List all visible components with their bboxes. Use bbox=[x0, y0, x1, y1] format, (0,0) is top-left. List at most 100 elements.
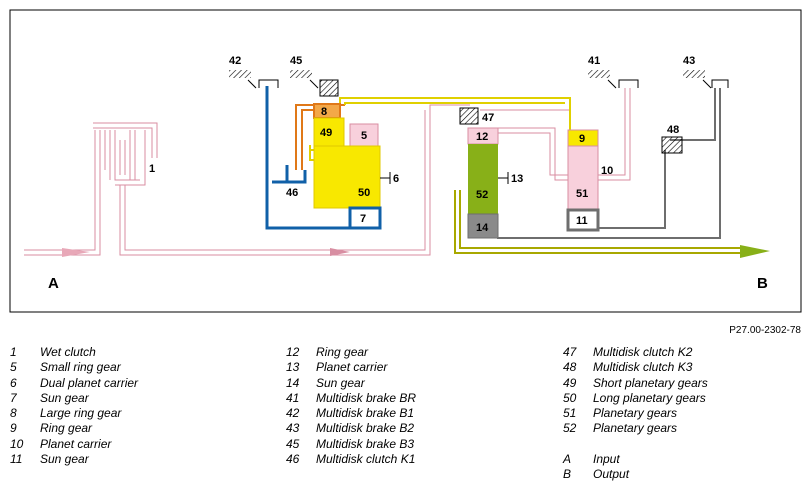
legend-number: 46 bbox=[286, 452, 300, 467]
label-52: 52 bbox=[476, 189, 488, 201]
legend-item: 11 Sun gear bbox=[10, 452, 138, 467]
legend-text: Multidisk clutch K1 bbox=[316, 452, 416, 467]
clutch-k2 bbox=[459, 107, 479, 125]
legend-text: Multidisk brake BR bbox=[316, 390, 417, 405]
label-11: 11 bbox=[576, 215, 588, 227]
legend-number: 8 bbox=[10, 406, 17, 421]
legend-text: Long planetary gears bbox=[593, 390, 706, 405]
legend-item: 46 Multidisk clutch K1 bbox=[286, 452, 416, 467]
callout-48: 48 bbox=[667, 124, 679, 136]
legend-number: B bbox=[563, 467, 572, 482]
callout-10: 10 bbox=[601, 165, 613, 177]
legend-number: 12 bbox=[286, 345, 300, 359]
legend-number: 11 bbox=[10, 452, 23, 467]
legend-number: 10 bbox=[10, 436, 24, 451]
legend-text: Large ring gear bbox=[40, 406, 122, 421]
legend-text: Sun gear bbox=[316, 375, 365, 390]
callout-45: 45 bbox=[290, 55, 302, 67]
reference-code: P27.00-2302-78 bbox=[729, 325, 801, 336]
legend-text: Multidisk brake B3 bbox=[316, 436, 415, 451]
legend-text: Wet clutch bbox=[40, 345, 96, 359]
box-11 bbox=[566, 208, 600, 232]
legend-item: 14 Sun gear bbox=[286, 376, 416, 391]
legend-text: Ring gear bbox=[316, 345, 369, 359]
legend-item: 8 Large ring gear bbox=[10, 406, 138, 421]
flow-arrow bbox=[330, 248, 350, 256]
legend-text: Multidisk clutch K2 bbox=[593, 345, 693, 359]
legend-number: 51 bbox=[563, 406, 577, 421]
legend-text: Sun gear bbox=[40, 390, 89, 405]
legend-item: 1 Wet clutch bbox=[10, 345, 138, 360]
legend-text: Dual planet carrier bbox=[40, 375, 139, 390]
callout-1: 1 bbox=[149, 163, 155, 175]
legend-number: 43 bbox=[286, 421, 300, 436]
legend-text: Short planetary gears bbox=[593, 375, 708, 390]
legend-number: 1 bbox=[10, 345, 17, 359]
legend-item: 43 Multidisk brake B2 bbox=[286, 421, 416, 436]
legend-text: Multidisk brake B2 bbox=[316, 421, 415, 436]
brake-br bbox=[588, 70, 639, 89]
brake-b1 bbox=[229, 70, 279, 89]
legend-number: 52 bbox=[563, 421, 577, 436]
legend-text: Planetary gears bbox=[593, 406, 678, 421]
callout-43: 43 bbox=[683, 55, 695, 67]
legend-number: 50 bbox=[563, 390, 577, 405]
legend-item: 51 Planetary gears bbox=[563, 406, 708, 421]
legend-number: 13 bbox=[286, 360, 300, 375]
legend-item: 12 Ring gear bbox=[286, 345, 416, 360]
input-label: A bbox=[48, 275, 59, 292]
diagram-frame bbox=[9, 9, 802, 313]
legend-number: 14 bbox=[286, 375, 300, 390]
clutch-k3 bbox=[661, 136, 683, 154]
label-51: 51 bbox=[576, 188, 588, 200]
clutch-k3-lines bbox=[497, 88, 721, 239]
label-49: 49 bbox=[320, 127, 332, 139]
box-7 bbox=[348, 206, 382, 230]
output-label: B bbox=[757, 275, 768, 292]
transmission-diagram: 8 49 5 50 7 12 52 14 9 51 11 1 42 45 46 … bbox=[9, 9, 802, 313]
box-52 bbox=[468, 144, 498, 214]
output-arrow bbox=[740, 245, 770, 258]
brake-b2 bbox=[683, 70, 729, 89]
legend-number: 6 bbox=[10, 375, 17, 390]
legend-item: 52 Planetary gears bbox=[563, 421, 708, 436]
legend-number: 7 bbox=[10, 390, 17, 405]
callout-13: 13 bbox=[511, 173, 523, 185]
input-shaft bbox=[24, 88, 631, 256]
legend-item: 49 Short planetary gears bbox=[563, 376, 708, 391]
label-7: 7 bbox=[360, 213, 366, 225]
box-50 bbox=[313, 145, 381, 209]
legend-item: B Output bbox=[563, 467, 708, 482]
legend-item: 41 Multidisk brake BR bbox=[286, 391, 416, 406]
legend-number: 41 bbox=[286, 390, 300, 405]
legend-text: Planet carrier bbox=[40, 436, 112, 451]
legend-text: Multidisk clutch K3 bbox=[593, 360, 693, 375]
callout-47: 47 bbox=[482, 112, 494, 124]
legend-item: 7 Sun gear bbox=[10, 391, 138, 406]
legend-text: Input bbox=[593, 452, 620, 467]
input-arrow bbox=[62, 248, 90, 257]
label-14: 14 bbox=[476, 222, 489, 234]
legend-text: Output bbox=[593, 467, 630, 482]
box-49 bbox=[313, 117, 345, 147]
legend-item: 50 Long planetary gears bbox=[563, 391, 708, 406]
legend-number: 45 bbox=[286, 436, 300, 451]
legend-text: Planetary gears bbox=[593, 421, 678, 436]
legend-item: 6 Dual planet carrier bbox=[10, 376, 138, 391]
legend-spacer bbox=[563, 437, 708, 452]
legend-number: 49 bbox=[563, 375, 577, 390]
legend-text: Sun gear bbox=[40, 452, 89, 467]
legend-item: 45 Multidisk brake B3 bbox=[286, 437, 416, 452]
box-14 bbox=[467, 213, 499, 239]
legend-text: Multidisk brake B1 bbox=[316, 406, 415, 421]
box-51 bbox=[567, 145, 599, 211]
legend-item: 10 Planet carrier bbox=[10, 437, 138, 452]
